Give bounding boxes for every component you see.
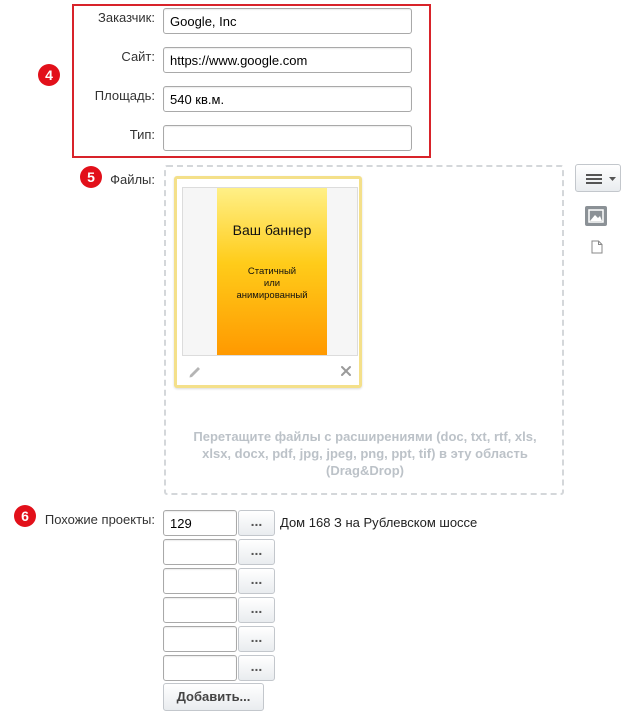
- marker-6: 6: [14, 505, 36, 527]
- customer-label: Заказчик:: [97, 10, 155, 25]
- dropzone-hint-line-2: xlsx, docx, pdf, jpg, jpeg, png, ppt, ti…: [202, 446, 528, 461]
- menu-icon: [586, 174, 602, 184]
- related-projects-label: Похожие проекты:: [44, 512, 155, 527]
- banner-subtitle: Статичный или анимированный: [217, 266, 327, 302]
- file-card[interactable]: Ваш баннер Статичный или анимированный: [174, 176, 362, 388]
- close-icon[interactable]: [339, 364, 353, 378]
- document-view-icon[interactable]: [591, 240, 603, 254]
- highlight-frame: [72, 4, 431, 158]
- banner-title: Ваш баннер: [232, 222, 312, 238]
- related-project-name-1: Дом 168 З на Рублевском шоссе: [280, 515, 478, 530]
- related-project-browse-button-1[interactable]: ...: [238, 510, 275, 536]
- banner-image: Ваш баннер Статичный или анимированный: [217, 188, 327, 355]
- banner-line-1: Статичный: [247, 266, 297, 277]
- image-view-icon[interactable]: [585, 206, 607, 226]
- marker-5: 5: [80, 166, 102, 188]
- related-project-input-4[interactable]: [163, 597, 237, 623]
- dropzone-hint-line-1: Перетащите файлы с расширениями (doc, tx…: [193, 429, 537, 444]
- area-input[interactable]: [163, 86, 412, 112]
- type-label: Тип:: [129, 127, 155, 142]
- related-project-input-6[interactable]: [163, 655, 237, 681]
- related-project-browse-button-5[interactable]: ...: [238, 626, 275, 652]
- related-project-browse-button-2[interactable]: ...: [238, 539, 275, 565]
- dropzone-hint: Перетащите файлы с расширениями (doc, tx…: [170, 428, 560, 479]
- site-label: Сайт:: [121, 49, 155, 64]
- banner-line-3: анимированный: [236, 290, 308, 301]
- banner-line-2: или: [263, 278, 281, 289]
- pencil-icon[interactable]: [187, 364, 203, 378]
- marker-4: 4: [38, 64, 60, 86]
- related-project-browse-button-3[interactable]: ...: [238, 568, 275, 594]
- related-project-browse-button-6[interactable]: ...: [238, 655, 275, 681]
- files-label: Файлы:: [110, 172, 155, 187]
- file-dropzone[interactable]: [164, 165, 564, 495]
- add-related-project-button[interactable]: Добавить...: [163, 683, 264, 711]
- chevron-down-icon: [609, 177, 616, 181]
- related-project-input-1[interactable]: [163, 510, 237, 536]
- type-input[interactable]: [163, 125, 412, 151]
- related-project-input-5[interactable]: [163, 626, 237, 652]
- related-project-browse-button-4[interactable]: ...: [238, 597, 275, 623]
- customer-input[interactable]: [163, 8, 412, 34]
- file-preview: Ваш баннер Статичный или анимированный: [182, 187, 358, 356]
- area-label: Площадь:: [94, 88, 155, 103]
- dropzone-hint-line-3: (Drag&Drop): [326, 463, 404, 478]
- related-project-input-2[interactable]: [163, 539, 237, 565]
- site-input[interactable]: [163, 47, 412, 73]
- view-menu-button[interactable]: [575, 164, 621, 192]
- related-project-input-3[interactable]: [163, 568, 237, 594]
